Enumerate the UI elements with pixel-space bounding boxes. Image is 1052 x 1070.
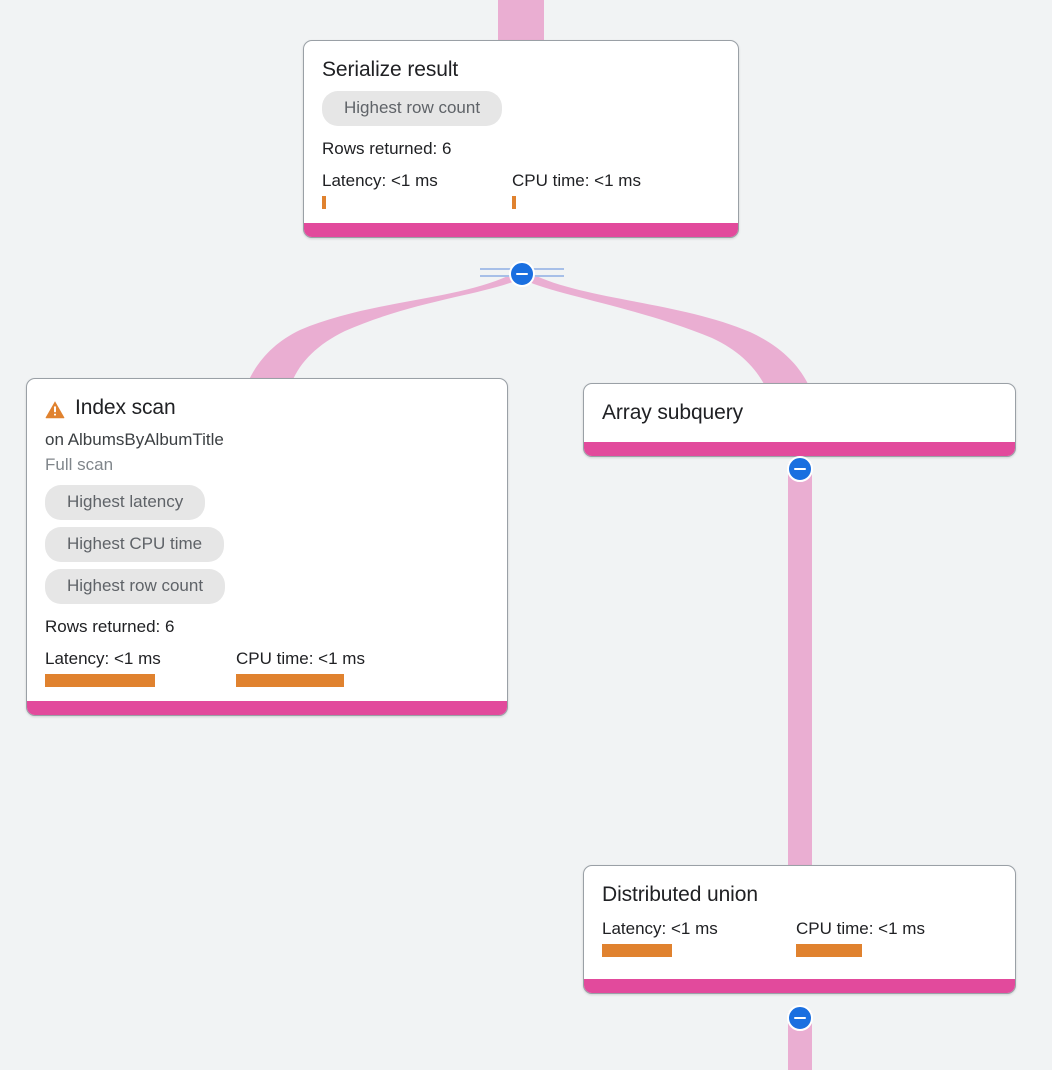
edge-incoming-top bbox=[498, 0, 544, 42]
node-footer-bar bbox=[304, 223, 738, 237]
node-footer-bar bbox=[584, 979, 1015, 993]
collapse-toggle-array-subquery[interactable] bbox=[787, 456, 813, 482]
edge-array-to-distributed-union bbox=[788, 463, 812, 868]
node-subtitle: on AlbumsByAlbumTitle bbox=[45, 430, 224, 449]
metric-cpu-time-bar bbox=[236, 674, 344, 687]
chip-highest-row-count: Highest row count bbox=[322, 91, 503, 126]
metric-cpu-time: CPU time: <1 ms bbox=[796, 918, 925, 957]
node-title: Serialize result bbox=[322, 58, 459, 81]
node-header: Serialize result bbox=[322, 57, 720, 83]
node-body: Array subquery bbox=[584, 384, 1015, 442]
node-metrics: Latency: <1 ms CPU time: <1 ms bbox=[45, 648, 489, 687]
node-chip-list: Highest row count bbox=[322, 91, 720, 133]
metric-latency-bar bbox=[322, 196, 326, 209]
rows-returned-label: Rows returned: 6 bbox=[45, 617, 175, 636]
node-header: Array subquery bbox=[602, 400, 997, 426]
metric-cpu-time: CPU time: <1 ms bbox=[236, 648, 365, 687]
metric-latency-label: Latency: <1 ms bbox=[322, 171, 438, 190]
metric-latency-label: Latency: <1 ms bbox=[45, 649, 161, 668]
node-body: Index scan on AlbumsByAlbumTitle Full sc… bbox=[27, 379, 507, 701]
node-metrics: Latency: <1 ms CPU time: <1 ms bbox=[322, 170, 720, 209]
node-array-subquery[interactable]: Array subquery bbox=[583, 383, 1016, 457]
metric-latency-bar bbox=[602, 944, 672, 957]
node-footer-bar bbox=[27, 701, 507, 715]
node-index-scan[interactable]: Index scan on AlbumsByAlbumTitle Full sc… bbox=[26, 378, 508, 716]
node-header: Index scan bbox=[45, 395, 489, 421]
metric-cpu-time-label: CPU time: <1 ms bbox=[512, 171, 641, 190]
collapse-toggle-serialize-result[interactable] bbox=[509, 261, 535, 287]
metric-latency-label: Latency: <1 ms bbox=[602, 919, 718, 938]
metric-latency-bar bbox=[45, 674, 155, 687]
metric-cpu-time-label: CPU time: <1 ms bbox=[236, 649, 365, 668]
edge-serialize-to-array-subquery bbox=[524, 274, 808, 384]
warning-triangle-icon bbox=[45, 401, 65, 419]
node-title: Index scan bbox=[75, 396, 176, 419]
node-metrics: Latency: <1 ms CPU time: <1 ms bbox=[602, 918, 997, 957]
metric-latency: Latency: <1 ms bbox=[322, 170, 512, 209]
metric-cpu-time: CPU time: <1 ms bbox=[512, 170, 641, 209]
node-body: Distributed union Latency: <1 ms CPU tim… bbox=[584, 866, 1015, 979]
node-title: Distributed union bbox=[602, 883, 758, 906]
metric-cpu-time-bar bbox=[512, 196, 516, 209]
node-header: Distributed union bbox=[602, 882, 997, 908]
metric-latency: Latency: <1 ms bbox=[45, 648, 236, 687]
node-distributed-union[interactable]: Distributed union Latency: <1 ms CPU tim… bbox=[583, 865, 1016, 994]
metric-cpu-time-bar bbox=[796, 944, 862, 957]
metric-latency: Latency: <1 ms bbox=[602, 918, 796, 957]
collapse-toggle-distributed-union[interactable] bbox=[787, 1005, 813, 1031]
node-scan-type: Full scan bbox=[45, 455, 114, 474]
node-chip-list: Highest latency Highest CPU time Highest… bbox=[45, 485, 489, 611]
node-serialize-result[interactable]: Serialize result Highest row count Rows … bbox=[303, 40, 739, 238]
edge-serialize-to-index-scan bbox=[248, 274, 522, 382]
chip-highest-row-count: Highest row count bbox=[45, 569, 226, 604]
node-body: Serialize result Highest row count Rows … bbox=[304, 41, 738, 223]
node-footer-bar bbox=[584, 442, 1015, 456]
metric-cpu-time-label: CPU time: <1 ms bbox=[796, 919, 925, 938]
chip-highest-latency: Highest latency bbox=[45, 485, 206, 520]
node-title: Array subquery bbox=[602, 401, 743, 424]
rows-returned-label: Rows returned: 6 bbox=[322, 139, 452, 158]
chip-highest-cpu-time: Highest CPU time bbox=[45, 527, 225, 562]
